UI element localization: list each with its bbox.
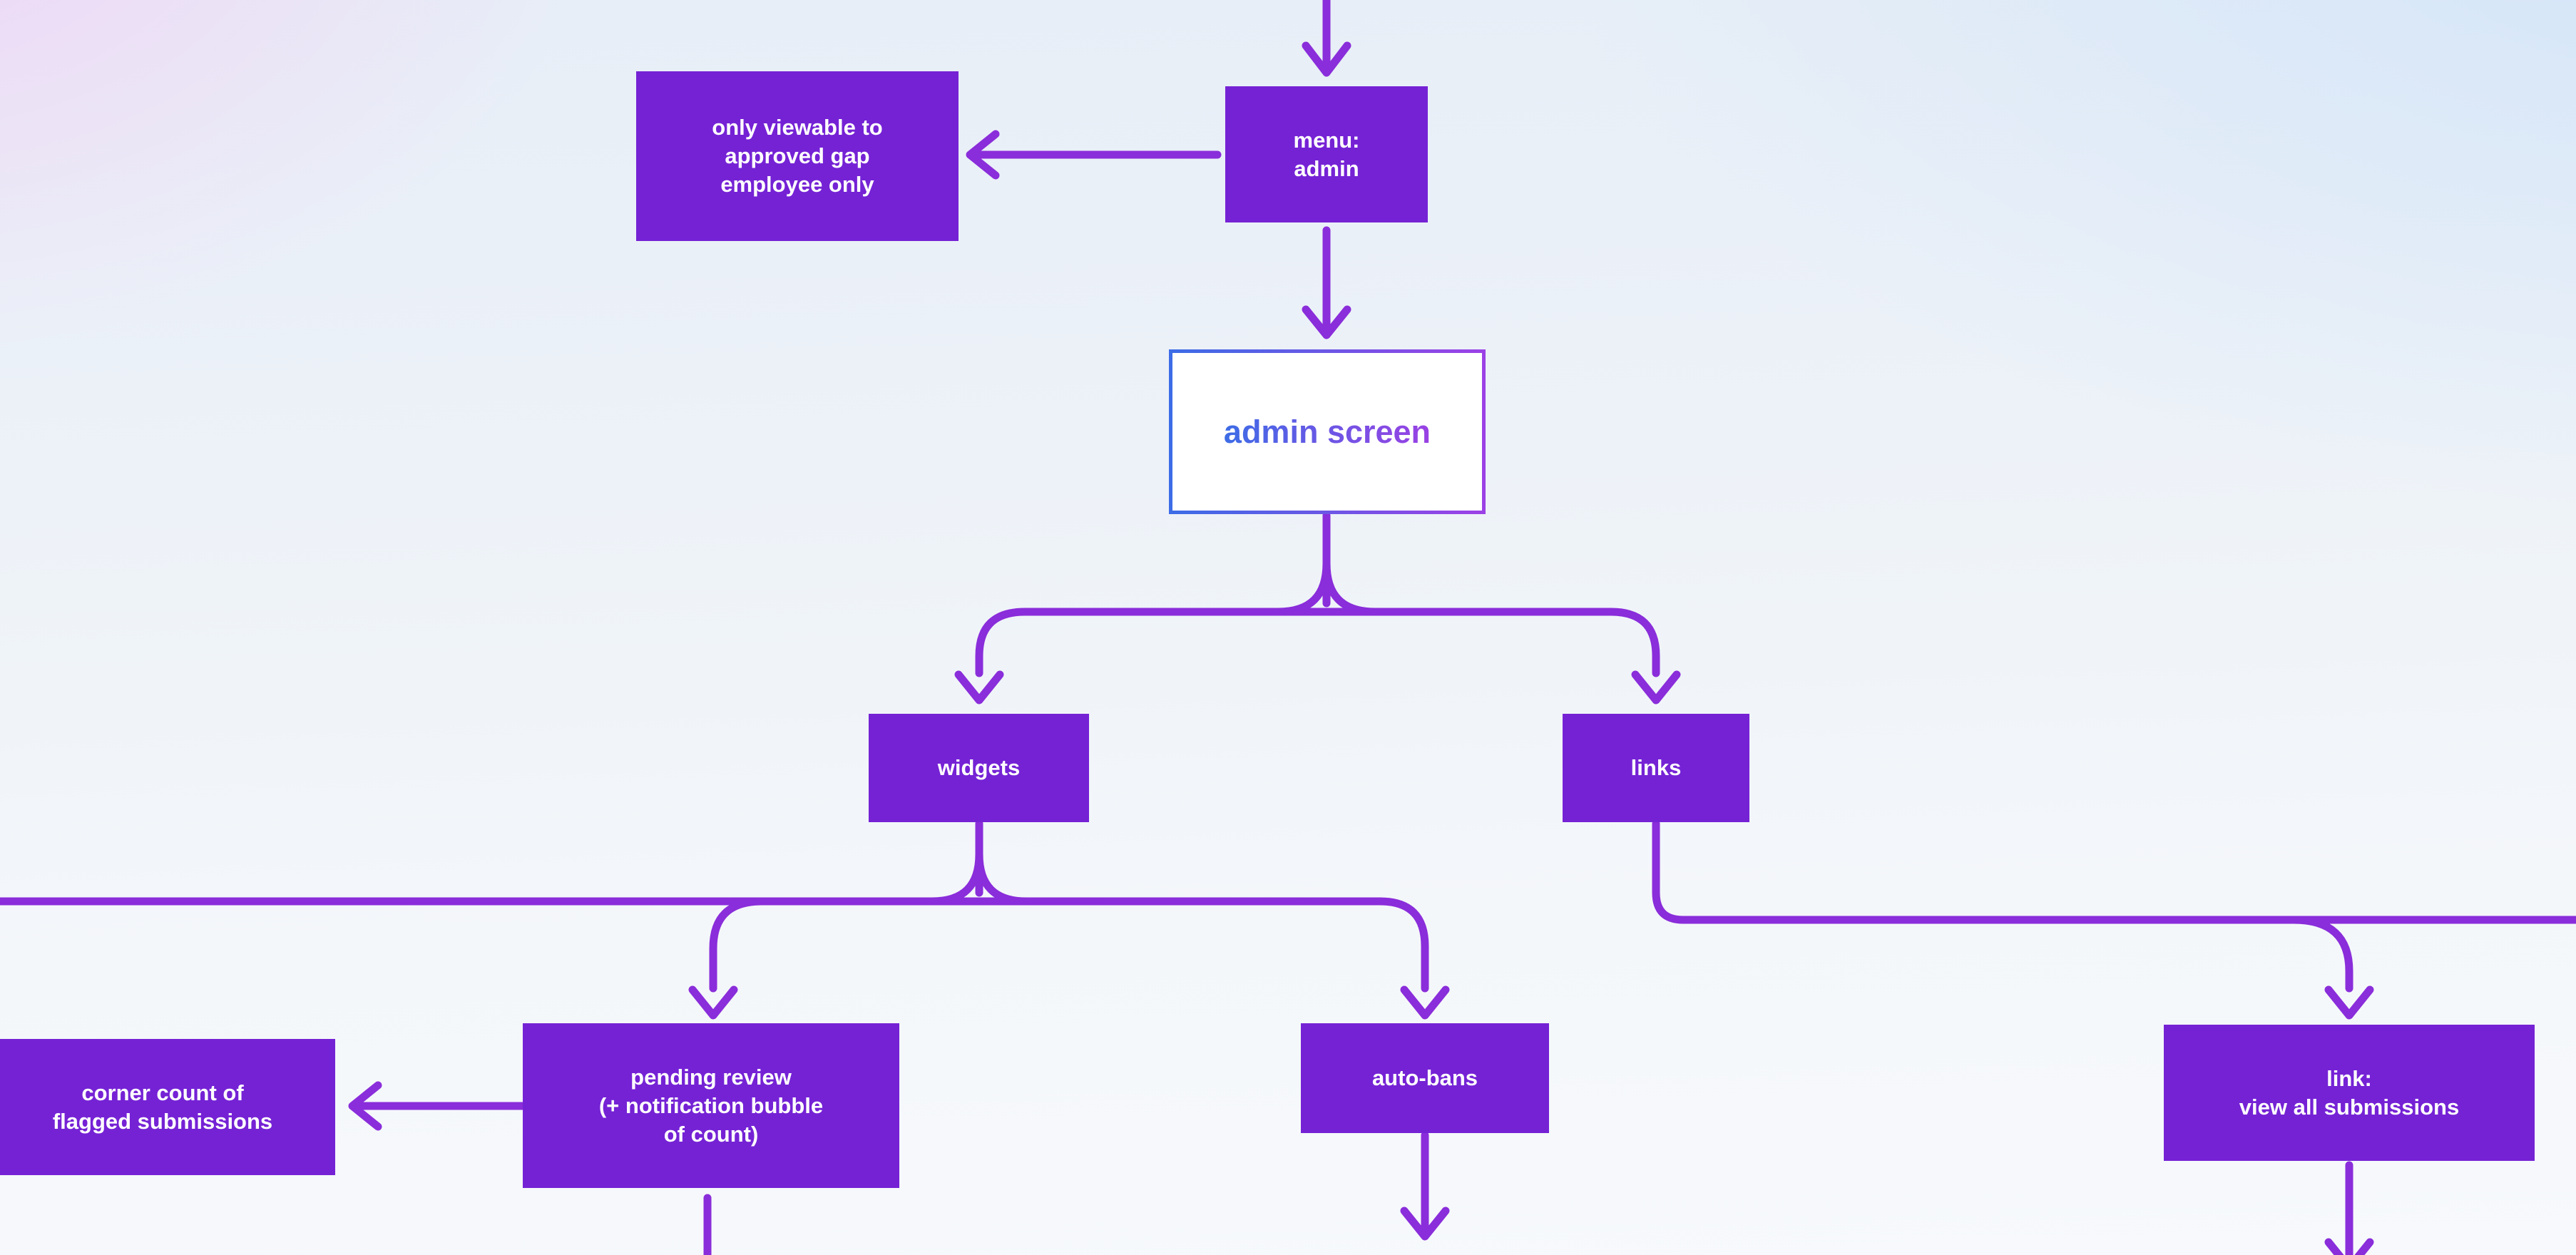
connector-auto-bans-down-offscreen[interactable] [1400,1131,1450,1241]
node-corner-count[interactable]: corner count of flagged submissions [0,1039,335,1175]
node-label-line: links [1630,755,1682,780]
admin-screen-fill [1172,353,1482,511]
node-label-line: corner count of [81,1080,244,1105]
node-label-line: widgets [937,755,1021,780]
connector-admin-screen-split-to-widgets-and-links[interactable] [954,511,1681,705]
node-label-line: view all submissions [2239,1094,2460,1120]
node-label-line: of count) [663,1121,759,1147]
node-widgets[interactable]: widgets [869,714,1089,822]
node-label-line: (+ notification bubble [598,1092,824,1118]
node-label-line: approved gap [725,143,870,168]
node-pending-review[interactable]: pending review (+ notification bubble of… [523,1023,899,1188]
connector-menu-admin-to-note[interactable] [966,130,1222,180]
node-admin-screen[interactable]: admin screen [1169,349,1486,514]
node-label-line: link: [2326,1065,2372,1091]
node-auto-bans[interactable]: auto-bans [1301,1023,1549,1133]
node-label-line: only viewable to [712,115,883,140]
connector-pending-review-to-corner-count[interactable] [348,1081,531,1131]
node-label-line: flagged submissions [52,1108,273,1134]
node-view-all-submissions[interactable]: link: view all submissions [2164,1025,2535,1161]
node-label-line: admin screen [1223,413,1431,450]
node-only-viewable-note[interactable]: only viewable to approved gap employee o… [636,71,959,241]
connector-links-to-view-all-and-offscreen-right[interactable] [1652,819,2576,1020]
connector-view-all-down-offscreen[interactable] [2324,1161,2374,1255]
connector-top-into-menu-admin[interactable] [1302,0,1351,77]
connector-widgets-split-to-children-and-offscreen-left[interactable] [0,819,1450,1020]
connector-menu-admin-to-admin-screen[interactable] [1302,226,1351,339]
node-links[interactable]: links [1563,714,1749,822]
node-label-line: admin [1294,155,1359,181]
node-menu-admin[interactable]: menu: admin [1225,86,1428,222]
node-label-line: auto-bans [1371,1065,1478,1090]
node-label-line: employee only [720,172,874,197]
node-label-line: menu: [1293,127,1360,153]
node-label-line: pending review [630,1064,792,1090]
